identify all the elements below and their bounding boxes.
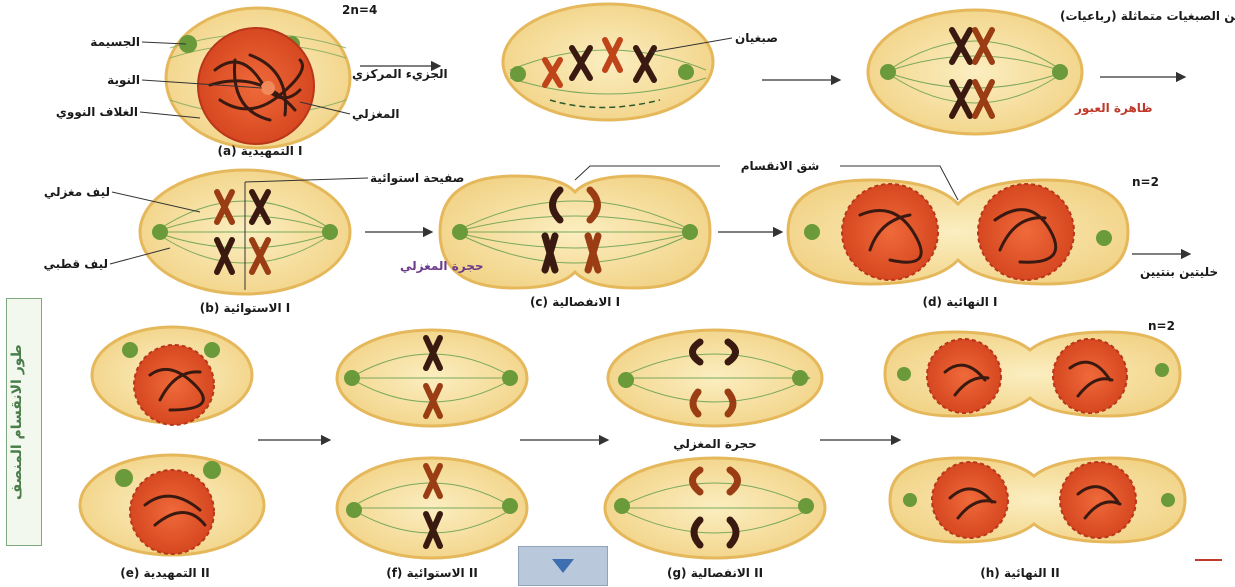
caption-f: (f) الاستوائية II (386, 566, 478, 581)
label-centrosome: الجسيمة (90, 35, 140, 49)
cell-anaphase-2-top (608, 330, 822, 426)
caption-b: (b) الاستوائية I (200, 301, 290, 316)
caption-g: (g) الانفصالية II (667, 566, 763, 580)
label-nucleolus: النوية (107, 73, 140, 88)
label-spindle: المغزلي (352, 107, 400, 121)
scroll-down-button[interactable] (518, 546, 608, 586)
cell-prophase-1-late (503, 4, 713, 120)
side-panel-title: طور الانقسام المنصف (9, 300, 39, 544)
caption-d: (d) النهائية I (922, 295, 997, 309)
cell-anaphase-2-bottom (605, 458, 825, 558)
cell-telophase-1 (788, 180, 1128, 284)
triangle-down-icon (552, 559, 574, 573)
cell-prophase-1 (166, 8, 350, 148)
label-polar-fiber: ليف قطبي (44, 257, 108, 271)
caption-h: (h) النهائية II (980, 566, 1059, 580)
label-spindle-remnant-1: حجرة المغزلي (400, 259, 484, 273)
cell-telophase-2-bottom (890, 458, 1185, 542)
label-spindle-fiber: ليف مغزلي (44, 185, 110, 199)
caption-e: (e) التمهيدية II (120, 566, 210, 580)
label-chromatids: صبغيان (735, 31, 778, 45)
cell-prophase-2-bottom (80, 455, 264, 555)
cell-prophase-2-top (92, 327, 252, 425)
label-tetrad: زوجين من الصبغيات متماثلة (رباعيات) (1060, 9, 1235, 24)
label-equatorial-plate: صفيحة استوائية (370, 171, 464, 186)
cell-metaphase-2-bottom (337, 458, 527, 558)
cell-telophase-2-top (885, 332, 1180, 416)
label-cleavage-furrow: شق الانقسام (741, 159, 820, 174)
label-ploidy-2n4: 2n=4 (342, 3, 377, 17)
label-centromere: الجزيء المركزي (352, 67, 448, 81)
caption-a: (a) التمهيدية I (217, 144, 302, 158)
label-chiasma: ظاهرة العبور (1074, 101, 1153, 116)
label-two-cells: خليتين بنتيين (1140, 265, 1218, 279)
cell-metaphase-1-early (868, 10, 1082, 134)
label-spindle-remnant-2: حجرة المغزلي (673, 437, 757, 451)
label-nuclear-envelope: الغلاف النووي (56, 105, 138, 120)
label-ploidy-n2-b: n=2 (1148, 319, 1175, 333)
label-ploidy-n2-a: n=2 (1132, 175, 1159, 189)
cell-metaphase-2-top (337, 330, 527, 426)
caption-c: (c) الانفصالية I (530, 295, 620, 309)
